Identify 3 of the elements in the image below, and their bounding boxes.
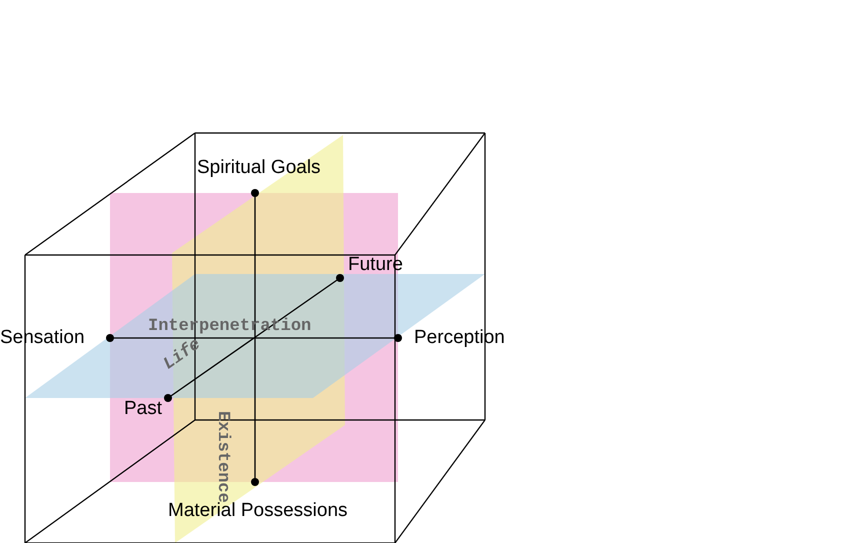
edge-label: Existence: [213, 411, 231, 503]
axis-label: Spiritual Goals: [197, 157, 321, 179]
axis-label: Past: [124, 398, 162, 420]
